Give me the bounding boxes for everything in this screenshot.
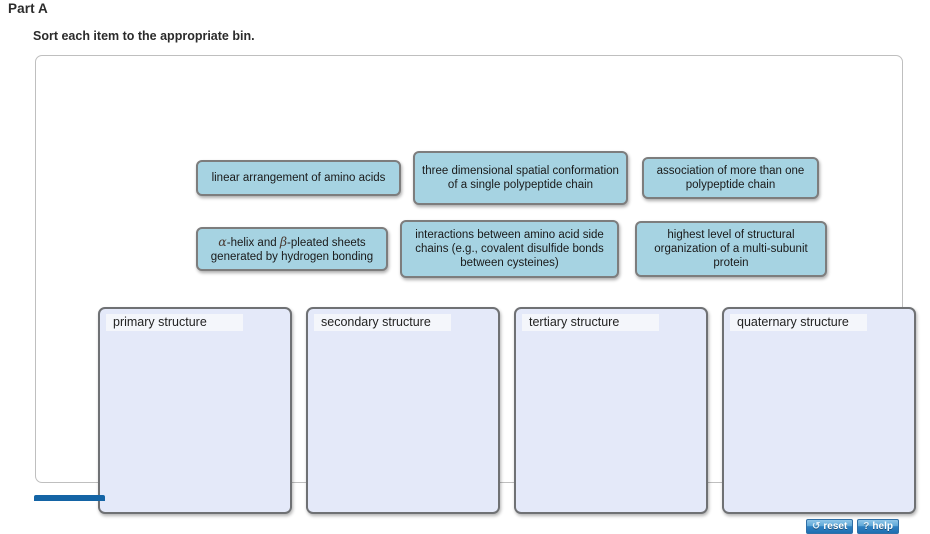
drag-item-three-dimensional-conformation[interactable]: three dimensional spatial conformation o… bbox=[413, 151, 628, 205]
drag-item-label-part1: -helix and bbox=[226, 236, 280, 249]
reset-button-label: reset bbox=[823, 521, 848, 532]
drag-item-alpha-helix-beta-sheets[interactable]: α-helix and β-pleated sheets generated b… bbox=[196, 227, 388, 271]
bin-dropzone[interactable] bbox=[308, 337, 498, 512]
help-button[interactable]: ? help bbox=[857, 519, 899, 534]
activity-toolbar: ↺ reset ? help bbox=[806, 519, 899, 534]
instruction-text: Sort each item to the appropriate bin. bbox=[33, 29, 255, 43]
bin-primary-structure[interactable]: primary structure bbox=[98, 307, 292, 514]
bin-label: primary structure bbox=[106, 314, 243, 331]
drag-item-label-part2: -pleated sheets generated by hydrogen bo… bbox=[210, 236, 374, 263]
beta-glyph: β bbox=[279, 233, 288, 249]
bin-label: quaternary structure bbox=[730, 314, 867, 331]
activity-panel: linear arrangement of amino acids three … bbox=[35, 55, 916, 534]
drag-item-linear-arrangement[interactable]: linear arrangement of amino acids bbox=[196, 160, 401, 196]
drag-item-label: association of more than one polypeptide… bbox=[656, 165, 805, 191]
alpha-glyph: α bbox=[218, 233, 227, 249]
page-title: Part A bbox=[8, 1, 48, 16]
drag-item-side-chain-interactions[interactable]: interactions between amino acid side cha… bbox=[400, 220, 619, 278]
drag-item-label: three dimensional spatial conformation o… bbox=[422, 165, 619, 191]
bin-tertiary-structure[interactable]: tertiary structure bbox=[514, 307, 708, 514]
drag-item-highest-level-organization[interactable]: highest level of structural organization… bbox=[635, 221, 827, 277]
drag-item-label: linear arrangement of amino acids bbox=[211, 172, 386, 184]
drag-item-label: α-helix and β-pleated sheets generated b… bbox=[203, 233, 381, 264]
help-button-label: help bbox=[872, 521, 893, 532]
drag-item-label: interactions between amino acid side cha… bbox=[415, 229, 604, 269]
bin-dropzone[interactable] bbox=[724, 337, 914, 512]
drag-item-association-polypeptide-chains[interactable]: association of more than one polypeptide… bbox=[642, 157, 819, 199]
drag-item-label: highest level of structural organization… bbox=[654, 229, 808, 269]
bin-label: secondary structure bbox=[314, 314, 451, 331]
bin-dropzone[interactable] bbox=[100, 337, 290, 512]
reset-button[interactable]: ↺ reset bbox=[806, 519, 854, 534]
bin-dropzone[interactable] bbox=[516, 337, 706, 512]
submit-button-partial[interactable] bbox=[34, 495, 105, 501]
reset-icon: ↺ bbox=[812, 520, 821, 532]
bin-secondary-structure[interactable]: secondary structure bbox=[306, 307, 500, 514]
question-mark-icon: ? bbox=[863, 520, 870, 532]
bin-label: tertiary structure bbox=[522, 314, 659, 331]
bin-quaternary-structure[interactable]: quaternary structure bbox=[722, 307, 916, 514]
